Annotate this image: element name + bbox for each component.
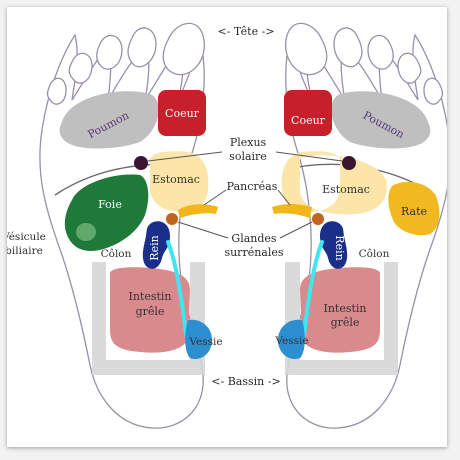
- right-coeur: [284, 90, 332, 136]
- right-intestin: [300, 267, 381, 353]
- left-poumon: [59, 91, 159, 149]
- right-surrenale: [312, 213, 324, 225]
- right-big-toe: [285, 22, 328, 76]
- left-vessie: [185, 319, 212, 360]
- right-colon-label: Côlon: [359, 248, 390, 260]
- right-rein-label: Rein: [333, 235, 346, 260]
- glandes-label-line2: surrénales: [224, 246, 283, 259]
- vesicule-label-line2: biliaire: [7, 245, 43, 257]
- right-rate: [388, 181, 440, 236]
- right-toe-5: [423, 77, 444, 105]
- vesicule-label-line1: Vésicule: [7, 231, 46, 243]
- diagram-canvas: <- Tête -> <- Bassin -> Coeur Poumon Est…: [7, 22, 447, 429]
- left-foie-label: Foie: [98, 198, 122, 211]
- pancreas-connector-right: [277, 189, 291, 206]
- left-pancreas: [178, 204, 218, 218]
- left-intestin-label-line1: Intestin: [128, 290, 171, 303]
- left-estomac: [149, 151, 209, 212]
- right-toe-4: [397, 52, 422, 84]
- plexus-connector-left: [147, 151, 223, 162]
- top-label: <- Tête ->: [217, 25, 274, 38]
- left-toe-3: [96, 34, 123, 70]
- left-ureter: [166, 240, 188, 337]
- left-big-toe: [162, 22, 205, 76]
- right-vessie: [278, 319, 305, 360]
- right-pancreas: [272, 204, 312, 218]
- left-intestin: [109, 267, 190, 353]
- glandes-connector-left: [177, 221, 229, 239]
- right-intestin-label-line1: Intestin: [323, 302, 366, 315]
- left-foot: [39, 22, 218, 429]
- bottom-label: <- Bassin ->: [211, 375, 280, 388]
- glandes-label-line1: Glandes: [231, 232, 276, 245]
- plexus-label-line1: Plexus: [230, 136, 267, 149]
- left-rein: [142, 221, 170, 269]
- left-toe-5: [46, 77, 67, 105]
- connector-lines: [147, 151, 343, 239]
- left-estomac-label: Estomac: [152, 173, 200, 186]
- right-toe-3: [367, 34, 394, 70]
- right-estomac-label: Estomac: [322, 183, 370, 196]
- left-rein-label: Rein: [148, 235, 161, 260]
- right-ureter: [302, 240, 324, 337]
- right-colon: [285, 262, 398, 375]
- right-intestin-label-line2: grêle: [331, 316, 360, 329]
- left-vesicule: [76, 223, 96, 241]
- right-estomac: [281, 151, 387, 215]
- left-vessie-label: Vessie: [188, 336, 222, 348]
- right-rein: [320, 221, 348, 269]
- left-colon-label: Côlon: [101, 248, 132, 260]
- pancreas-connector-left: [203, 189, 227, 206]
- right-foot: [272, 22, 447, 429]
- left-toe-4: [68, 52, 93, 84]
- plexus-connector-right: [275, 151, 343, 162]
- glandes-connector-right: [279, 221, 313, 239]
- left-plexus: [134, 156, 148, 170]
- left-surrenale: [166, 213, 178, 225]
- right-plexus: [342, 156, 356, 170]
- left-toe-2: [127, 27, 157, 68]
- left-colon: [92, 262, 205, 375]
- left-coeur: [158, 90, 206, 136]
- left-intestin-label-line2: grêle: [136, 305, 165, 318]
- right-toe-2: [333, 27, 363, 68]
- right-vessie-label: Vessie: [274, 335, 308, 347]
- plexus-label-line2: solaire: [229, 150, 267, 163]
- right-poumon: [331, 91, 431, 149]
- pancreas-label: Pancréas: [227, 180, 278, 193]
- right-rate-label: Rate: [401, 205, 427, 218]
- left-coeur-label: Coeur: [165, 107, 200, 120]
- right-coeur-label: Coeur: [291, 114, 326, 127]
- foot-reflexology-diagram: <- Tête -> <- Bassin -> Coeur Poumon Est…: [7, 7, 447, 447]
